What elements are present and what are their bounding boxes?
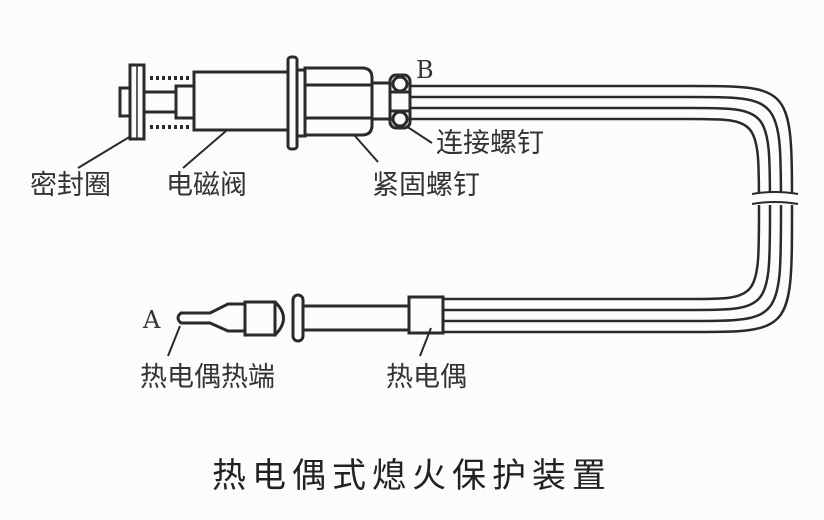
seal-ring-part — [118, 63, 190, 141]
leader-lines — [77, 125, 433, 357]
solenoid-valve-label: 电磁阀 — [166, 170, 247, 201]
fastening-screw-part — [286, 55, 392, 151]
thermocouple-hot-end-label: 热电偶热端 — [140, 362, 275, 393]
fastening-screw-label: 紧固螺钉 — [372, 170, 480, 201]
diagram-caption: 热电偶式熄火保护装置 — [212, 456, 612, 496]
connecting-screw-label: 连接螺钉 — [436, 128, 544, 159]
seal-ring-label: 密封圈 — [30, 170, 111, 201]
thermocouple-probe — [176, 293, 445, 343]
point-b-label: B — [416, 56, 434, 84]
point-a-label: A — [143, 306, 161, 334]
connecting-screw-part — [388, 73, 412, 130]
solenoid-valve-part — [142, 70, 290, 132]
capillary-tubes — [410, 84, 805, 334]
thermocouple-label: 热电偶 — [386, 362, 467, 393]
